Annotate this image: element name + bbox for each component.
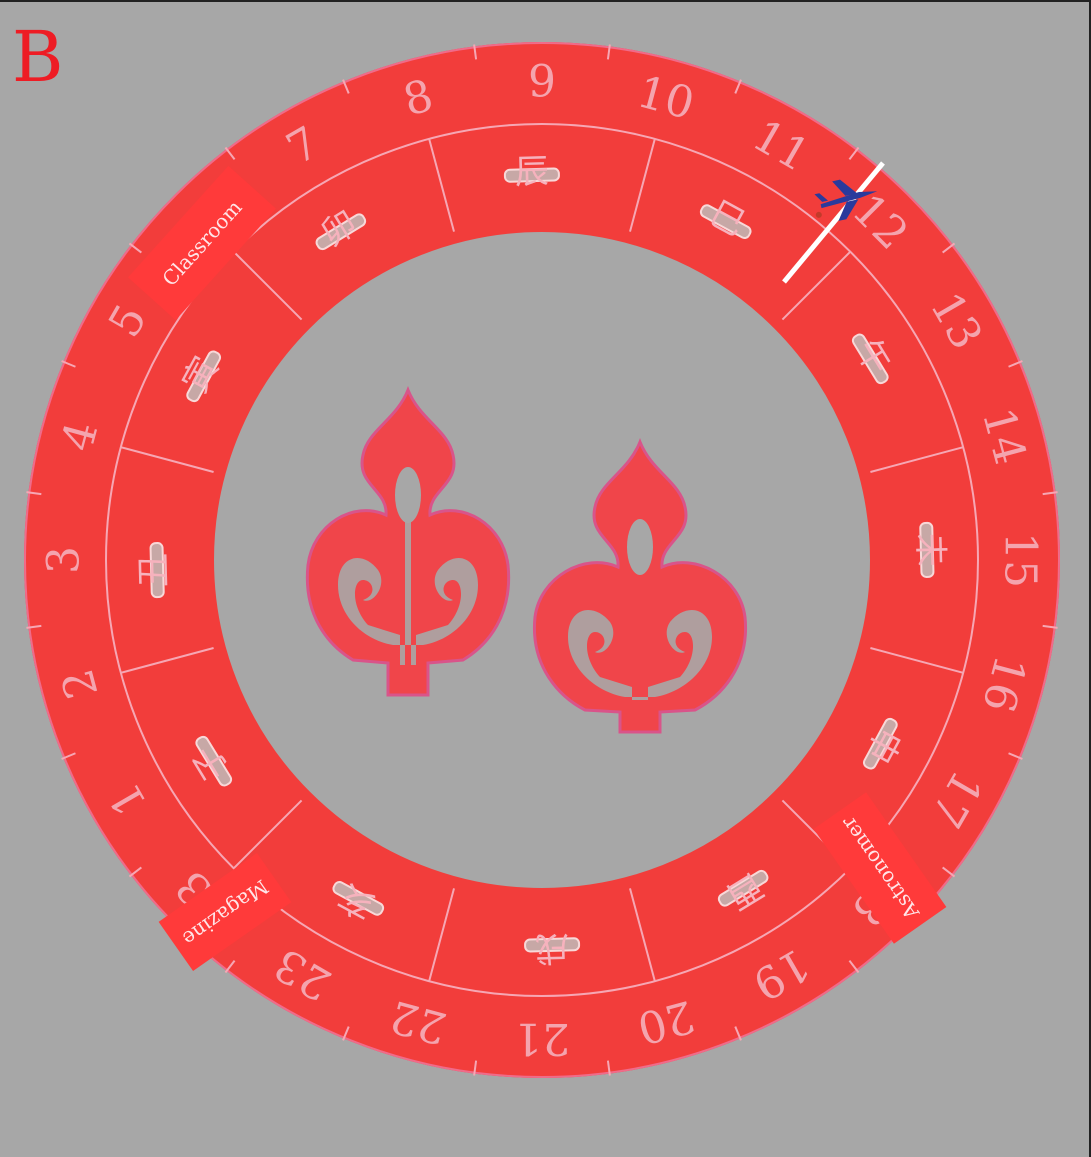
hour-number: 21 — [514, 1013, 570, 1064]
branch-glyph: 丑 — [134, 553, 175, 588]
branch-glyph: 戌 — [535, 927, 570, 968]
double-gourd-icon — [307, 390, 745, 732]
branch-glyph: 辰 — [514, 152, 549, 193]
branch-glyph: 未 — [909, 532, 950, 567]
hour-number: 15 — [995, 532, 1046, 588]
hour-number: 9 — [528, 57, 556, 108]
hour-number: 3 — [39, 546, 90, 574]
